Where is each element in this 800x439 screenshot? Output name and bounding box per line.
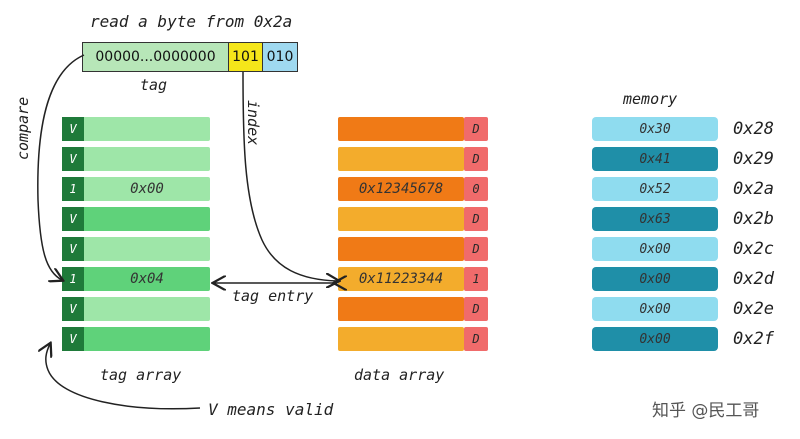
memory-cell <box>592 207 718 231</box>
tag-array-row <box>62 207 210 231</box>
tag-entry-label: tag entry <box>232 287 314 305</box>
tag-valid-flag: V <box>62 117 84 141</box>
tag-label: tag <box>140 76 168 94</box>
tag-array-row <box>62 147 210 171</box>
tag-array-row <box>62 267 210 291</box>
memory-cell <box>592 117 718 141</box>
memory-address: 0x2c <box>733 239 774 259</box>
memory-value: 0x00 <box>639 301 671 317</box>
memory-cell <box>592 267 718 291</box>
data-dirty-flag: D <box>464 327 488 351</box>
data-array-row <box>338 327 464 351</box>
memory-cell <box>592 297 718 321</box>
data-value: 0x11223344 <box>358 271 444 287</box>
memory-label: memory <box>623 90 678 108</box>
tag-array-row <box>62 177 210 201</box>
memory-value: 0x52 <box>639 181 671 197</box>
memory-value: 0x30 <box>639 121 671 137</box>
memory-value: 0x41 <box>639 151 671 167</box>
memory-value: 0x63 <box>639 211 671 227</box>
memory-address: 0x2e <box>733 299 774 319</box>
data-dirty-flag: D <box>464 237 488 261</box>
memory-cell <box>592 177 718 201</box>
data-array-row <box>338 267 464 291</box>
tag-array-row <box>62 237 210 261</box>
memory-value: 0x00 <box>639 331 671 347</box>
memory-address: 0x2d <box>733 269 774 289</box>
data-array-row <box>338 177 464 201</box>
offset-bits-field: 010 <box>262 42 298 72</box>
tag-array-label: tag array <box>100 366 182 384</box>
data-array-row <box>338 117 464 141</box>
valid-note-arrow <box>46 344 201 410</box>
tag-valid-flag: V <box>62 297 84 321</box>
memory-address: 0x2f <box>733 329 774 349</box>
tag-array-row <box>62 327 210 351</box>
data-dirty-flag: 0 <box>464 177 488 201</box>
data-dirty-flag: 1 <box>464 267 488 291</box>
tag-value: 0x04 <box>130 271 164 287</box>
compare-arrow <box>37 54 85 280</box>
data-array-row <box>338 297 464 321</box>
data-value: 0x12345678 <box>358 181 444 197</box>
watermark: 知乎 @民工哥 <box>652 401 760 421</box>
tag-value: 0x00 <box>130 181 164 197</box>
tag-valid-flag: 1 <box>62 177 84 201</box>
data-array-row <box>338 207 464 231</box>
valid-note: V means valid <box>208 400 334 419</box>
memory-cell <box>592 237 718 261</box>
data-array-row <box>338 147 464 171</box>
data-dirty-flag: D <box>464 297 488 321</box>
data-dirty-flag: D <box>464 147 488 171</box>
data-dirty-flag: D <box>464 207 488 231</box>
memory-value: 0x00 <box>639 241 671 257</box>
tag-valid-flag: V <box>62 147 84 171</box>
memory-cell <box>592 147 718 171</box>
data-dirty-flag: D <box>464 117 488 141</box>
memory-address: 0x2b <box>733 209 774 229</box>
memory-cell <box>592 327 718 351</box>
data-array-label: data array <box>354 366 445 384</box>
memory-address: 0x28 <box>733 119 774 139</box>
memory-address: 0x2a <box>733 179 774 199</box>
memory-address: 0x29 <box>733 149 774 169</box>
tag-valid-flag: V <box>62 207 84 231</box>
tag-array-row <box>62 117 210 141</box>
tag-valid-flag: V <box>62 237 84 261</box>
memory-value: 0x00 <box>639 271 671 287</box>
tag-valid-flag: 1 <box>62 267 84 291</box>
tag-array-row <box>62 297 210 321</box>
address-caption: read a byte from 0x2a <box>90 12 293 31</box>
data-array-row <box>338 237 464 261</box>
index-arrow <box>242 71 338 281</box>
tag-valid-flag: V <box>62 327 84 351</box>
